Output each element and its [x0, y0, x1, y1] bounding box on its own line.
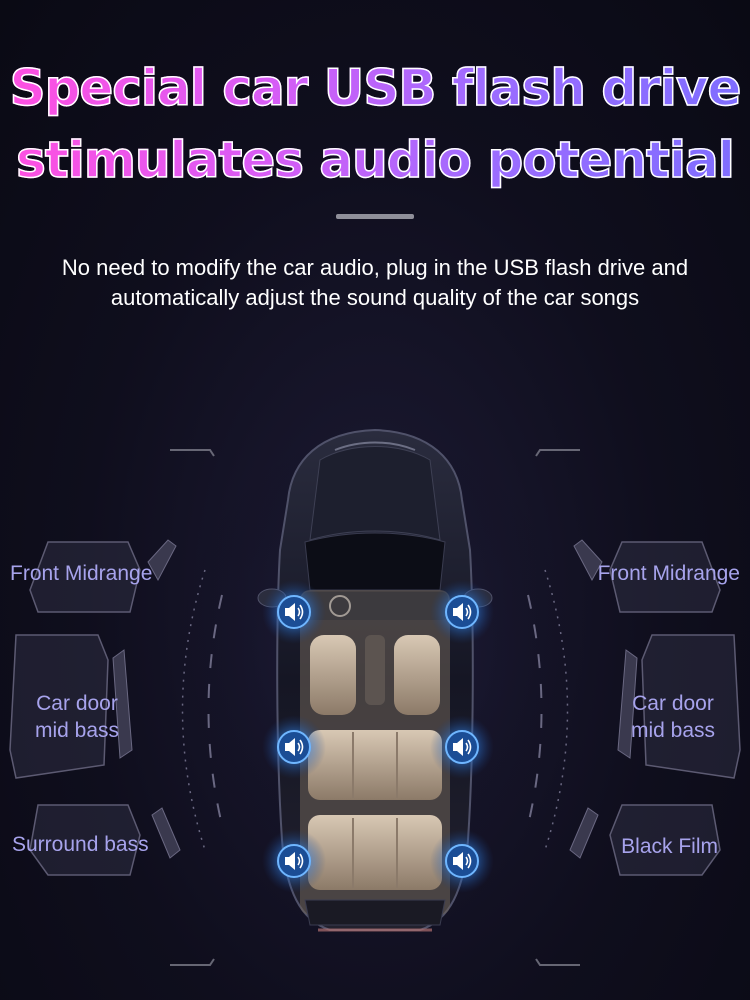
car-speaker-diagram [9, 428, 741, 966]
speaker-icon [453, 852, 472, 870]
label-right-door-line-1: Car door [632, 692, 714, 715]
speaker-icon [285, 738, 304, 756]
left-panels [9, 541, 141, 876]
speaker-door-right [430, 715, 494, 779]
speaker-icon [285, 852, 304, 870]
headline: Special car USB flash drive stimulates a… [0, 52, 750, 196]
speaker-icon [453, 738, 472, 756]
speaker-door-left [262, 715, 326, 779]
label-left-door-line-2: mid bass [34, 719, 120, 742]
speaker-icon [453, 603, 472, 621]
label-left-door: Car door mid bass [22, 690, 132, 744]
label-right-rear: Black Film [621, 835, 718, 858]
right-panels [609, 541, 741, 876]
label-right-door-line-2: mid bass [630, 719, 716, 742]
divider [336, 214, 414, 219]
label-left-rear: Surround bass [12, 833, 149, 856]
speaker-rear-right [430, 829, 494, 893]
right-arc-bars [569, 539, 638, 859]
subtitle: No need to modify the car audio, plug in… [0, 253, 750, 313]
speaker-rear-left [262, 829, 326, 893]
headline-line-1: Special car USB flash drive [0, 52, 750, 124]
label-left-door-line-1: Car door [36, 692, 118, 715]
speaker-icon [285, 603, 304, 621]
speaker-front-right [430, 580, 494, 644]
corner-brackets [170, 449, 580, 966]
speaker-front-left [262, 580, 326, 644]
headline-line-2: stimulates audio potential [0, 124, 750, 196]
label-right-door: Car door mid bass [618, 690, 728, 744]
left-arc-bars [112, 539, 181, 859]
car-top-view [257, 428, 493, 932]
subtitle-line-1: No need to modify the car audio, plug in… [61, 255, 689, 280]
label-right-front: Front Midrange [597, 562, 740, 585]
subtitle-line-2: automatically adjust the sound quality o… [110, 285, 640, 310]
label-left-front: Front Midrange [10, 562, 153, 585]
